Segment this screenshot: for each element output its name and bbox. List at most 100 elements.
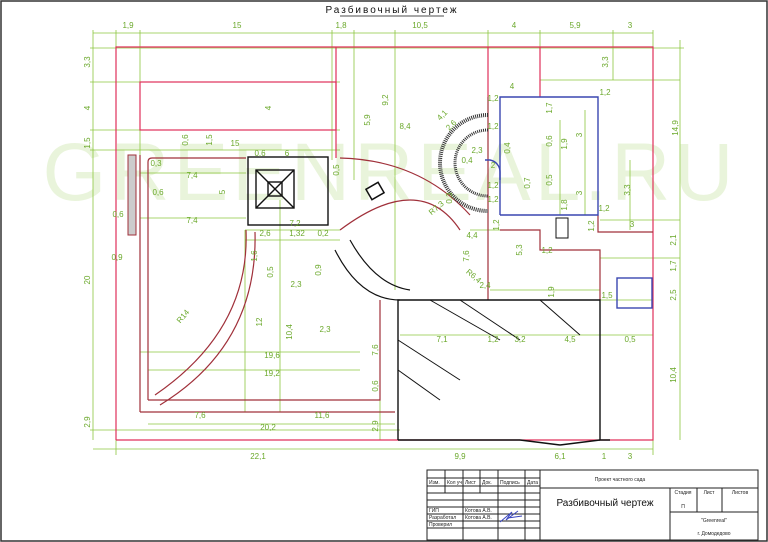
dimension-label: 3 [628,452,633,461]
dimension-label: 0,9 [314,264,323,276]
dimension-label: 7,2 [289,219,301,228]
title-block-text: Дата [527,480,538,486]
title-block-text: Стадия [674,490,691,496]
dimension-label: 1,5 [601,291,613,300]
dimension-label: 1,7 [545,102,554,114]
dimension-label: 10,5 [412,21,428,30]
dimension-label: 1,32 [289,229,305,238]
dimension-label: 1,5 [83,137,92,149]
dimension-label: 1 [602,452,607,461]
dimension-label: 1,2 [487,94,499,103]
dimension-label: 1,9 [547,286,556,298]
title-block: Изм. Кол уч Лист Док. Подпись Дата ГИП К… [426,469,759,541]
title-block-text: Котова А.В. [465,508,492,514]
dims-left: 3,3 4 1,5 20 2,9 [83,56,92,428]
building [397,299,610,446]
title-block-text: г. Домодедово [698,531,731,537]
circular-stair [334,113,501,301]
dimension-label: 2,6 [259,229,271,238]
title-block-text: Проверил [429,522,452,528]
title-block-text: Котова А.В. [465,515,492,521]
dimension-label: 4,5 [564,335,576,344]
dimension-label: 1,2 [487,122,499,131]
dimension-label: 0,5 [266,266,275,278]
dimension-label: 2,4 [479,281,491,290]
dimension-label: 2,5 [669,289,678,301]
title-block-text: Лист [465,480,477,486]
bench-icon [364,181,386,201]
dimension-label: 0,6 [181,134,190,146]
dimension-label: 1,6 [250,250,259,262]
dimension-label: 1,2 [598,204,610,213]
dimension-label: 1,8 [335,21,347,30]
dimension-label: 3,3 [623,184,632,196]
dimension-label: 20,2 [260,423,276,432]
dimension-label: 5,9 [569,21,581,30]
dimension-label: 3,2 [514,335,526,344]
dimension-label: 3 [575,132,584,137]
dimension-label: 3 [628,21,633,30]
dimension-label: 0,6 [371,380,380,392]
dimension-label: 11,6 [315,411,331,420]
dimension-label: 19,2 [264,369,280,378]
dimension-label: 0,6 [545,135,554,147]
dimension-label: 1,2 [541,246,553,255]
signature [499,510,523,523]
dimension-label: 4 [510,82,515,91]
dimension-label: 0,6 [112,210,124,219]
dimension-label: 8,4 [399,122,411,131]
dimension-label: 3 [575,190,584,195]
dimension-label: 4 [512,21,517,30]
dimension-label: 2,3 [471,146,483,155]
dimension-label: 0,6 [152,188,164,197]
title-block-text: Лист [704,490,716,496]
dimension-label: 9,9 [454,452,466,461]
dimension-label: 4,4 [466,231,478,240]
title-block-text: Разбивочный чертеж [556,497,653,509]
top-bed [139,81,337,131]
dimension-label: 0,4 [461,156,473,165]
dimension-label: 4,1 [435,108,450,123]
dimension-label: 2,3 [290,280,302,289]
dimension-label: 5 [218,189,227,194]
title-block-text: Док. [482,480,492,486]
dimension-label: 3,3 [601,56,610,68]
dimension-label: 0,9 [111,253,123,262]
dimension-label: 0,5 [332,164,341,176]
title-block-text: Подпись [500,480,520,486]
dimension-label: 7,1 [436,335,448,344]
dimension-label: 0,7 [523,177,532,189]
dimension-label: 15 [231,139,240,148]
dimension-label: 1,9 [122,21,134,30]
house [499,96,653,309]
dimension-label: 0,3 [150,159,162,168]
dimension-label: 0,3 [445,192,454,204]
title-block-text: Листов [732,490,749,496]
dimension-label: 2,3 [319,325,331,334]
dimension-label: 14,9 [671,120,680,136]
title-block-text: Проект частного сада [595,477,646,483]
dimension-label: 12 [255,317,264,326]
dimension-label: 1,2 [587,220,596,232]
dimension-label: 7,6 [194,411,206,420]
hatched-wall [127,154,137,236]
dimension-label: 1,2 [487,335,499,344]
dimension-label: 1,2 [492,219,501,231]
dimension-label: 0,4 [503,142,512,154]
dimension-label: 9,2 [381,94,390,106]
dimension-label: 1,5 [205,134,214,146]
dimension-label: R14 [175,307,192,324]
dimension-label: 7,4 [186,216,198,225]
dimension-label: 4 [264,105,273,110]
dimension-label: 1,2 [487,195,499,204]
dimension-label: 20 [83,275,92,284]
garden-beds [127,97,653,413]
dimension-label: 0,2 [317,229,329,238]
title-block-text: Изм. [429,480,440,486]
dimension-label: 2,9 [83,416,92,428]
title-block-text: ГИП [429,508,439,514]
dimension-label: 2 [491,161,496,170]
drawing-title: Разбивочный чертеж [325,4,458,16]
